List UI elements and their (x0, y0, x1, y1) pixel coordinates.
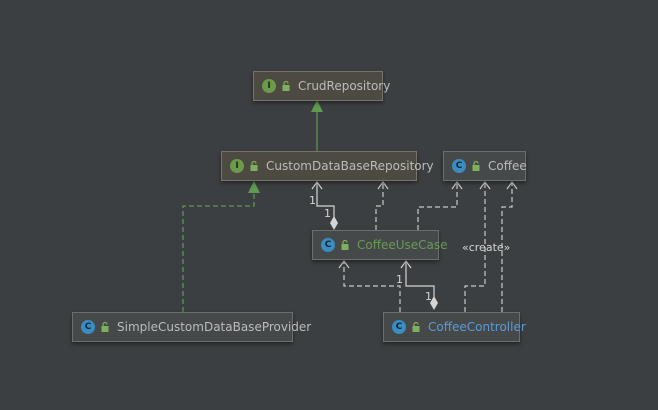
lock-icon (101, 321, 109, 332)
controller-use-case-multiplicity-end-label: 1 (425, 290, 432, 303)
extends-edge (311, 100, 323, 151)
use-case-coffee-dependency (417, 180, 463, 230)
use-case-repository-multiplicity-end-label: 1 (324, 207, 331, 220)
lock-icon (250, 160, 258, 171)
coffee-label: Coffee (488, 159, 527, 173)
lock-icon (341, 239, 349, 250)
controller-use-case-multiplicity-label: 1 (396, 273, 403, 286)
class-badge-icon: C (392, 320, 406, 334)
simple-custom-database-provider-node[interactable]: C SimpleCustomDataBaseProvider (72, 312, 311, 342)
simple-custom-database-provider-label: SimpleCustomDataBaseProvider (117, 320, 312, 334)
coffee-use-case-node[interactable]: C CoffeeUseCase (312, 230, 448, 260)
class-badge-icon: C (452, 159, 466, 173)
coffee-controller-label: CoffeeController (428, 320, 526, 334)
controller-use-case-aggregation (400, 259, 438, 310)
coffee-node[interactable]: C Coffee (443, 151, 527, 181)
implements-edge (182, 181, 260, 312)
class-badge-icon: C (81, 320, 95, 334)
lock-icon (282, 80, 290, 91)
coffee-controller-node[interactable]: C CoffeeController (383, 312, 526, 342)
controller-use-case-dependency (338, 259, 401, 312)
controller-coffee-dependency (501, 180, 518, 312)
use-case-repository-aggregation (311, 180, 338, 230)
custom-database-repository-node[interactable]: I CustomDataBaseRepository (221, 151, 434, 181)
use-case-repository-multiplicity-label: 1 (309, 194, 316, 207)
interface-badge-icon: I (262, 79, 276, 93)
custom-database-repository-label: CustomDataBaseRepository (266, 159, 434, 173)
interface-badge-icon: I (230, 159, 244, 173)
create-stereotype-label: «create» (462, 241, 511, 254)
use-case-repository-dependency (375, 180, 389, 230)
coffee-use-case-label: CoffeeUseCase (357, 238, 448, 252)
lock-icon (412, 321, 420, 332)
crud-repository-label: CrudRepository (298, 79, 391, 93)
class-badge-icon: C (321, 238, 335, 252)
crud-repository-node[interactable]: I CrudRepository (253, 71, 390, 101)
controller-coffee-create (464, 180, 491, 312)
lock-icon (472, 160, 480, 171)
